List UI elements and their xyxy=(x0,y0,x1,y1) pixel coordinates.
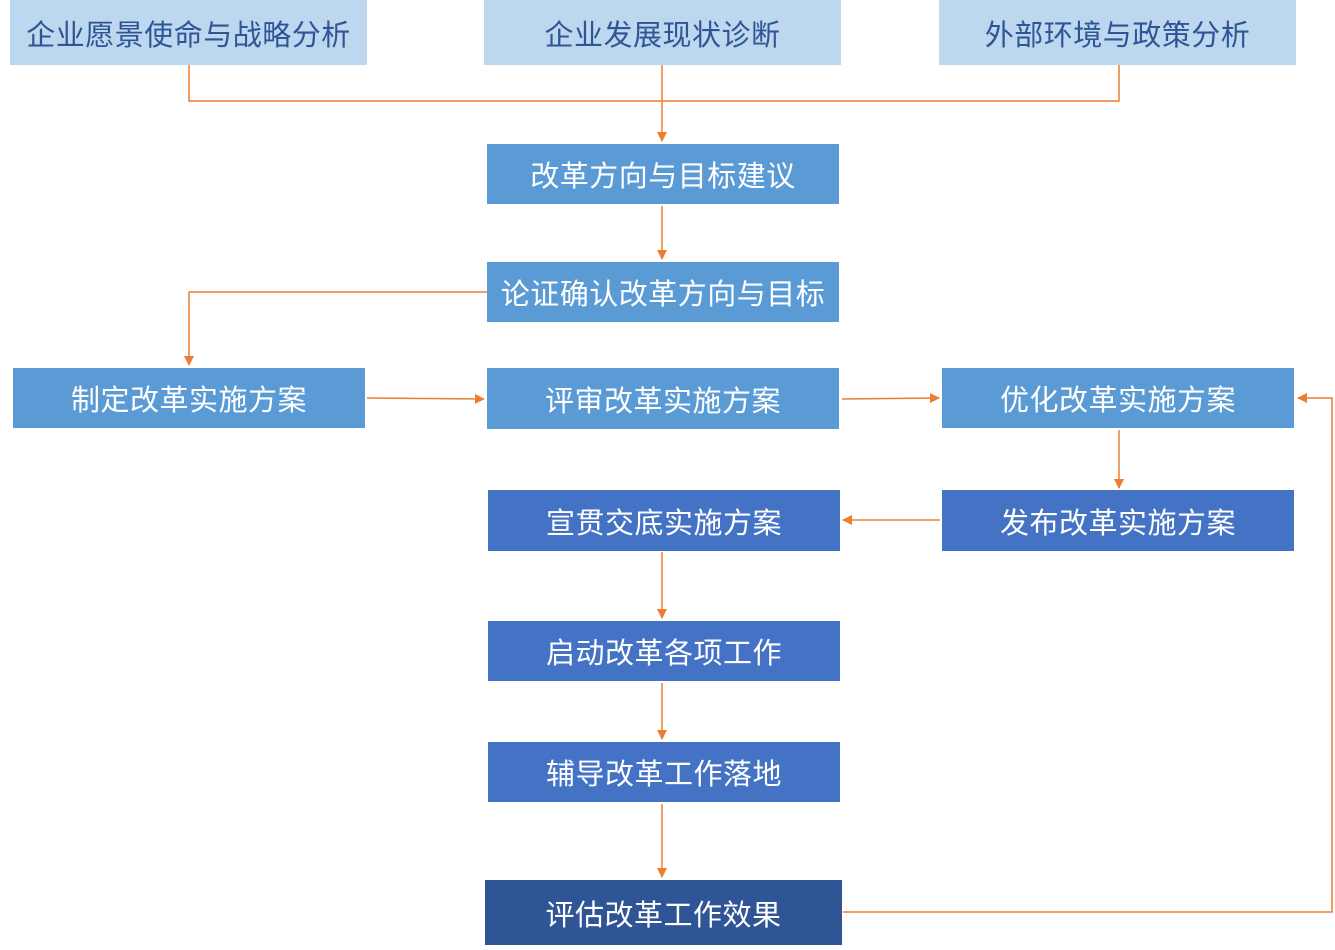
connector-make-to-review xyxy=(366,393,485,404)
connector-review-to-optimize xyxy=(841,393,940,404)
node-optimize-plan: 优化改革实施方案 xyxy=(942,368,1294,428)
connector-vision-merge xyxy=(188,65,1120,102)
connector-confirm-to-make-plan xyxy=(184,291,487,366)
node-vision-analysis: 企业愿景使命与战略分析 xyxy=(10,0,367,65)
node-confirm-direction: 论证确认改革方向与目标 xyxy=(487,262,839,322)
node-publish-plan: 发布改革实施方案 xyxy=(942,490,1294,551)
node-reform-proposal: 改革方向与目标建议 xyxy=(487,144,839,204)
connector-evaluate-feedback-to-optimize xyxy=(843,393,1333,913)
node-status-diagnosis: 企业发展现状诊断 xyxy=(484,0,841,65)
node-communicate-plan: 宣贯交底实施方案 xyxy=(488,490,840,551)
node-start-work: 启动改革各项工作 xyxy=(488,621,840,681)
node-external-analysis: 外部环境与政策分析 xyxy=(939,0,1296,65)
node-make-plan: 制定改革实施方案 xyxy=(13,368,365,428)
node-guide-work: 辅导改革工作落地 xyxy=(488,742,840,802)
node-review-plan: 评审改革实施方案 xyxy=(487,368,839,429)
node-evaluate-effect: 评估改革工作效果 xyxy=(485,880,842,945)
